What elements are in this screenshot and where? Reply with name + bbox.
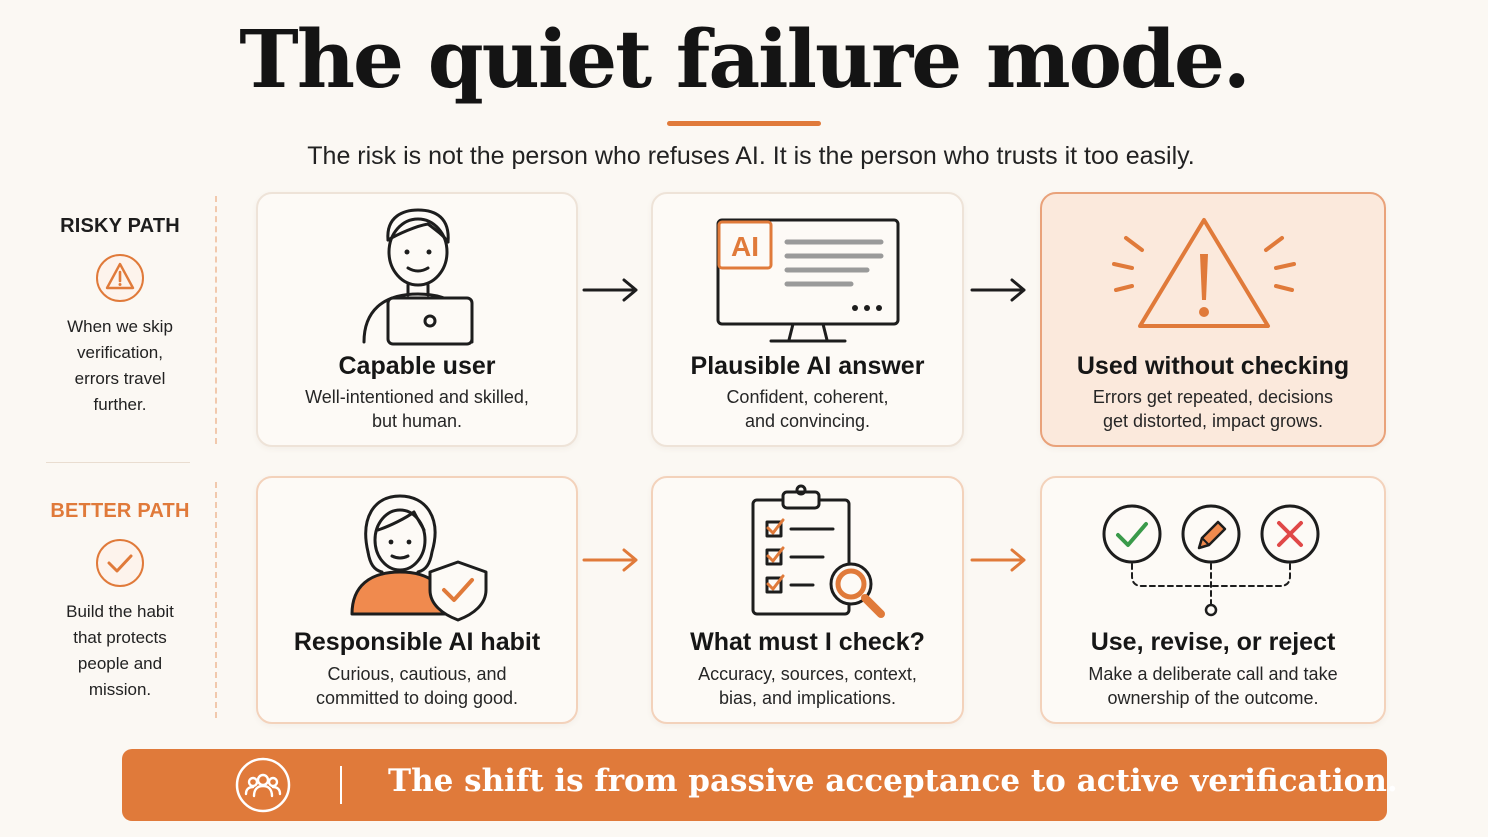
card-title: Use, revise, or reject xyxy=(1090,628,1336,656)
risky-desc-line: further. xyxy=(93,395,147,414)
arrow-right-icon xyxy=(970,278,1026,302)
card-desc-line: Accuracy, sources, context, xyxy=(698,664,917,684)
people-group-icon xyxy=(235,757,291,813)
banner-divider xyxy=(340,766,342,804)
warning-triangle-icon xyxy=(96,254,144,302)
arrow-right-icon xyxy=(582,548,638,572)
path-separator xyxy=(46,462,190,463)
page-subtitle: The risk is not the person who refuses A… xyxy=(307,142,1195,170)
decision-options-icon xyxy=(1102,504,1320,617)
card-desc-line: but human. xyxy=(371,411,463,431)
card-desc-line: and convincing. xyxy=(744,411,871,431)
better-path-desc: Build the habit that protects people and… xyxy=(30,599,210,703)
key-message-banner: The shift is from passive acceptance to … xyxy=(122,749,1398,821)
card-desc: Make a deliberate call and take ownershi… xyxy=(1052,662,1374,710)
ai-monitor-icon: AI xyxy=(716,218,900,343)
card-used-without-checking: Used without checking Errors get repeate… xyxy=(1040,192,1386,447)
risky-path-desc: When we skip verification, errors travel… xyxy=(30,314,210,418)
banner-text: The shift is from passive acceptance to … xyxy=(388,763,1398,799)
arrow-right-icon xyxy=(970,548,1026,572)
card-desc: Curious, cautious, and committed to doin… xyxy=(268,662,566,710)
card-desc-line: bias, and implications. xyxy=(718,688,897,708)
ai-badge-label: AI xyxy=(731,231,759,262)
card-title: Plausible AI answer xyxy=(690,352,925,380)
card-title: Used without checking xyxy=(1076,352,1350,380)
better-desc-line: Build the habit xyxy=(66,602,174,621)
better-divider xyxy=(215,482,217,718)
risky-divider xyxy=(215,196,217,444)
better-path-label: BETTER PATH Build the habit that protect… xyxy=(30,500,210,703)
card-responsible-ai-habit: Responsible AI habit Curious, cautious, … xyxy=(256,476,578,724)
risky-path-label: RISKY PATH When we skip verification, er… xyxy=(30,215,210,418)
check-circle-icon xyxy=(96,539,144,587)
card-desc-line: Confident, coherent, xyxy=(726,387,889,407)
card-desc: Well-intentioned and skilled, but human. xyxy=(268,385,566,433)
better-desc-line: mission. xyxy=(88,680,152,699)
better-path-heading: BETTER PATH xyxy=(50,500,190,522)
card-use-revise-or-reject: Use, revise, or reject Make a deliberate… xyxy=(1040,476,1386,724)
card-desc: Errors get repeated, decisions get disto… xyxy=(1052,385,1374,433)
reject-option-icon xyxy=(1260,504,1320,564)
card-title: What must I check? xyxy=(690,628,925,656)
card-capable-user: Capable user Well-intentioned and skille… xyxy=(256,192,578,447)
card-desc-line: Make a deliberate call and take xyxy=(1088,664,1338,684)
pencil-option-icon xyxy=(1181,504,1241,564)
card-plausible-ai-answer: AI Plausible AI answer Confident, cohere… xyxy=(651,192,964,447)
page-title: The quiet failure mode. xyxy=(239,12,1250,106)
person-shield-icon xyxy=(350,494,488,622)
risky-desc-line: verification, xyxy=(77,343,163,362)
card-desc-line: Well-intentioned and skilled, xyxy=(305,387,529,407)
better-desc-line: people and xyxy=(77,654,163,673)
card-desc-line: ownership of the outcome. xyxy=(1107,688,1319,708)
better-desc-line: that protects xyxy=(73,628,167,647)
checklist-magnifier-icon xyxy=(751,484,885,618)
card-title: Capable user xyxy=(338,352,496,380)
card-desc-line: get distorted, impact grows. xyxy=(1102,411,1324,431)
risky-desc-line: When we skip xyxy=(67,317,173,336)
person-laptop-icon xyxy=(362,208,474,346)
card-desc-line: committed to doing good. xyxy=(315,688,519,708)
card-desc-line: Curious, cautious, and xyxy=(327,664,507,684)
card-desc-line: Errors get repeated, decisions xyxy=(1092,387,1334,407)
arrow-right-icon xyxy=(582,278,638,302)
title-underline xyxy=(667,121,821,126)
card-what-must-i-check: What must I check? Accuracy, sources, co… xyxy=(651,476,964,724)
check-option-icon xyxy=(1102,504,1162,564)
alert-triangle-icon xyxy=(1112,218,1296,328)
risky-desc-line: errors travel xyxy=(74,369,166,388)
card-desc: Confident, coherent, and convincing. xyxy=(663,385,952,433)
card-desc: Accuracy, sources, context, bias, and im… xyxy=(663,662,952,710)
risky-path-heading: RISKY PATH xyxy=(60,215,180,237)
card-title: Responsible AI habit xyxy=(293,628,541,656)
